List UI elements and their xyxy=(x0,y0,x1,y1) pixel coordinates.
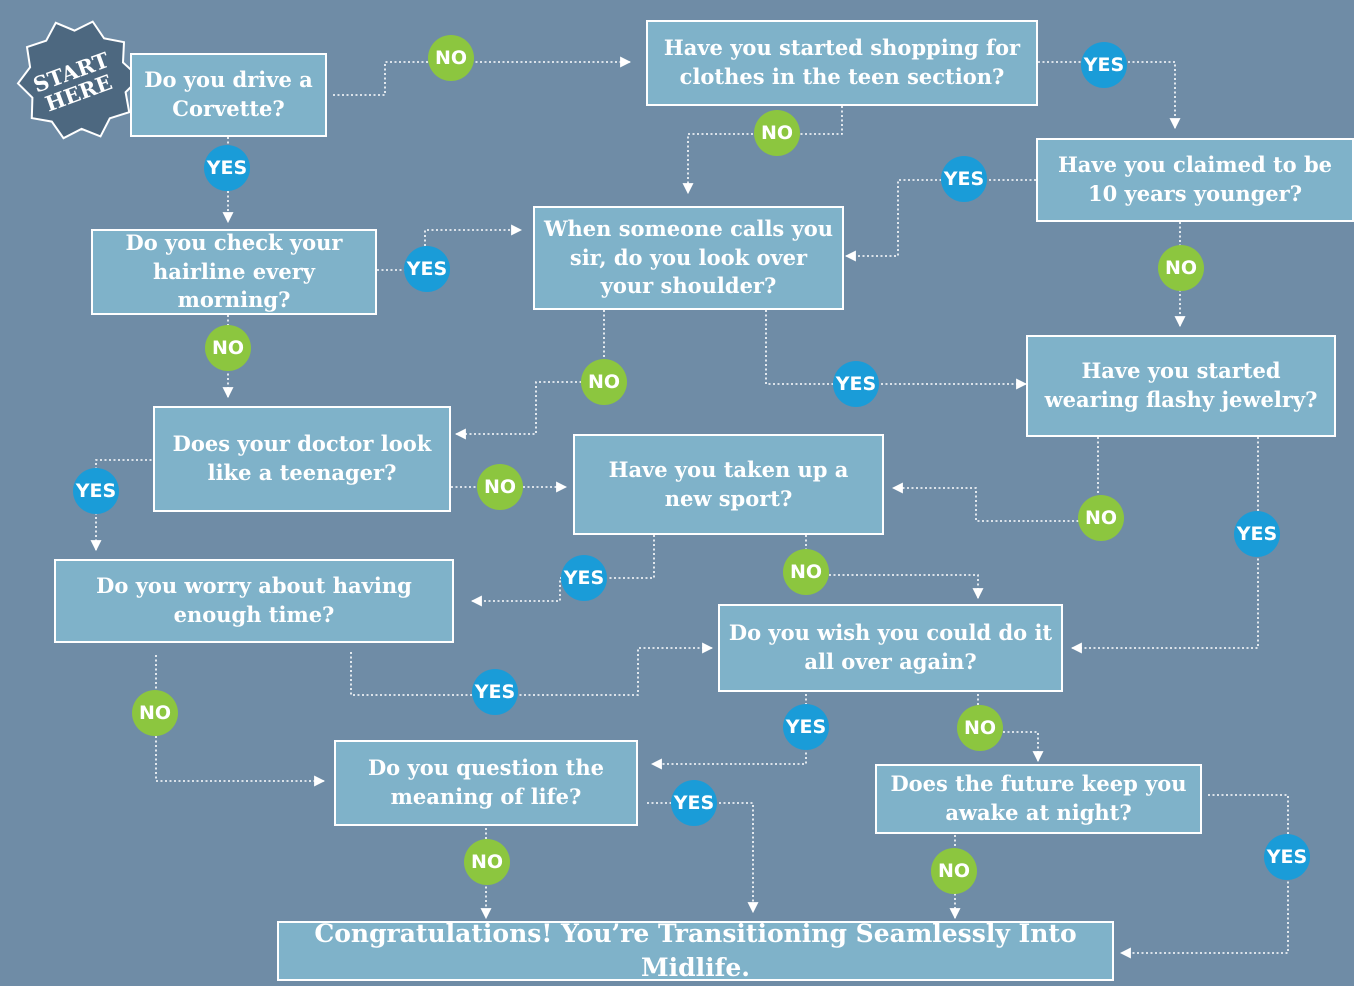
question-called-sir: When someone calls you sir, do you look … xyxy=(533,206,844,310)
edge-q5-yes xyxy=(765,310,1028,390)
answer-yes-badge: YES xyxy=(73,468,119,514)
answer-no-badge: NO xyxy=(428,35,474,81)
question-enough-time: Do you worry about having enough time? xyxy=(54,559,454,643)
edge-q9-yes xyxy=(350,642,714,696)
answer-no-badge: NO xyxy=(1078,495,1124,541)
start-here-badge xyxy=(16,20,142,140)
edge-q6-no xyxy=(891,437,1099,522)
question-do-it-over: Do you wish you could do it all over aga… xyxy=(718,604,1063,692)
answer-yes-badge: YES xyxy=(671,780,717,826)
answer-yes-badge: YES xyxy=(204,145,250,191)
question-new-sport: Have you taken up a new sport? xyxy=(573,434,884,535)
answer-no-badge: NO xyxy=(205,325,251,371)
edge-q7-yes xyxy=(90,459,156,552)
answer-no-badge: NO xyxy=(581,359,627,405)
answer-yes-badge: YES xyxy=(561,555,607,601)
edge-q9-no xyxy=(155,655,326,787)
question-future-awake: Does the future keep you awake at night? xyxy=(875,764,1202,834)
answer-yes-badge: YES xyxy=(833,361,879,407)
edge-q1-no xyxy=(333,56,632,96)
edge-q3-yes xyxy=(844,179,1036,262)
edge-q8-no xyxy=(805,535,984,600)
question-teen-clothes: Have you started shopping for clothes in… xyxy=(646,20,1038,106)
edge-q6-yes xyxy=(1070,437,1259,654)
answer-yes-badge: YES xyxy=(1264,834,1310,880)
answer-no-badge: NO xyxy=(132,690,178,736)
answer-yes-badge: YES xyxy=(941,156,987,202)
answer-yes-badge: YES xyxy=(783,704,829,750)
question-doctor-teenager: Does your doctor look like a teenager? xyxy=(153,406,451,512)
question-ten-years-younger: Have you claimed to be 10 years younger? xyxy=(1036,138,1354,222)
answer-yes-badge: YES xyxy=(404,246,450,292)
answer-yes-badge: YES xyxy=(1081,42,1127,88)
edge-q5-no xyxy=(454,310,605,440)
answer-no-badge: NO xyxy=(1158,245,1204,291)
answer-yes-badge: YES xyxy=(472,669,518,715)
edge-q8-yes xyxy=(470,535,655,607)
answer-no-badge: NO xyxy=(754,110,800,156)
question-flashy-jewelry: Have you started wearing flashy jewelry? xyxy=(1026,335,1336,437)
answer-no-badge: NO xyxy=(477,464,523,510)
result-box: Congratulations! You’re Transitioning Se… xyxy=(277,919,1114,982)
answer-yes-badge: YES xyxy=(1234,511,1280,557)
question-hairline: Do you check your hairline every morning… xyxy=(91,229,377,315)
answer-no-badge: NO xyxy=(957,705,1003,751)
answer-no-badge: NO xyxy=(783,549,829,595)
question-meaning-of-life: Do you question the meaning of life? xyxy=(334,740,638,826)
question-corvette: Do you drive a Corvette? xyxy=(130,53,327,137)
answer-no-badge: NO xyxy=(931,848,977,894)
answer-no-badge: NO xyxy=(464,839,510,885)
